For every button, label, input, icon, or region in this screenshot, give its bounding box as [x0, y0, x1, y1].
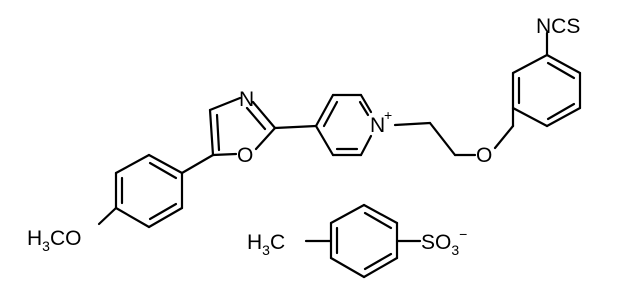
pyridinium-charge-label: + — [384, 107, 392, 123]
methyl-group-label: H3C — [247, 231, 285, 258]
oxazole-oxygen-label: O — [237, 144, 253, 167]
sulfonate-group-label: SO3− — [421, 226, 467, 258]
ether-oxygen-label: O — [476, 144, 492, 167]
methoxy-group-label: H3CO — [27, 227, 81, 254]
isothiocyanate-label: NCS — [536, 15, 580, 38]
oxazole-nitrogen-label: N — [239, 88, 254, 111]
atom-labels: N O N + O NCS H3CO H3C SO3− — [27, 15, 580, 258]
pyridinium-nitrogen-label: N — [370, 114, 385, 137]
bond-lines — [97, 31, 582, 279]
